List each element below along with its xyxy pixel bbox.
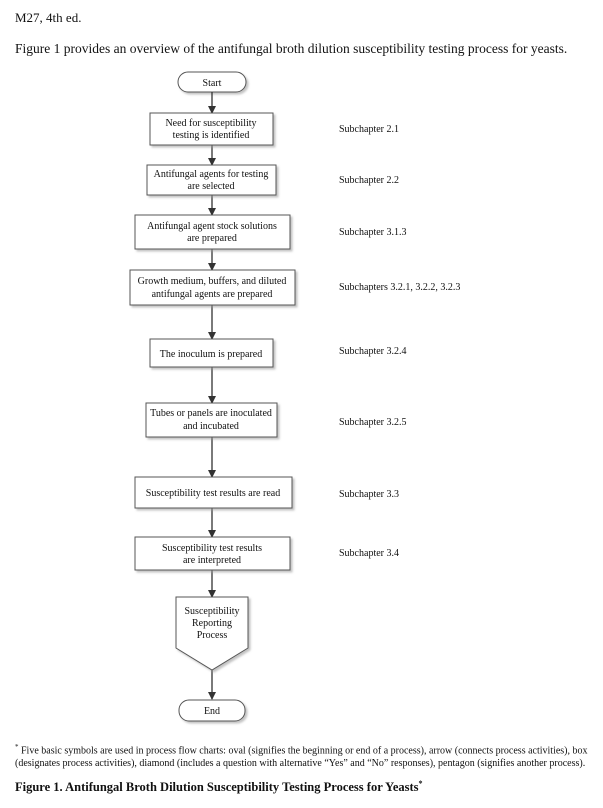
process-box-need bbox=[149, 112, 274, 146]
start-label: Start bbox=[203, 78, 222, 89]
process-box-inoculum bbox=[149, 338, 274, 368]
end-oval bbox=[178, 699, 246, 722]
subchapter-ref: Subchapter 2.2 bbox=[339, 175, 399, 186]
process-flowchart: Start Need for susceptibility testing is… bbox=[129, 71, 460, 722]
subchapter-ref: Subchapter 3.1.3 bbox=[339, 227, 407, 238]
footnote-text: Five basic symbols are used in process f… bbox=[15, 745, 588, 769]
footnote-marker: * bbox=[15, 743, 19, 751]
document-header: M27, 4th ed. bbox=[15, 10, 82, 25]
process-box-growth-medium bbox=[129, 269, 296, 306]
subchapter-ref: Subchapter 2.1 bbox=[339, 124, 399, 135]
step-label: antifungal agents are prepared bbox=[152, 289, 273, 300]
subchapter-ref: Subchapter 3.2.4 bbox=[339, 346, 407, 357]
process-box-results-interpreted bbox=[134, 536, 291, 571]
caption-text: Figure 1. Antifungal Broth Dilution Susc… bbox=[15, 780, 419, 795]
step-label: Need for susceptibility bbox=[165, 118, 256, 129]
step-label: Growth medium, buffers, and diluted bbox=[138, 276, 287, 287]
step-label: testing is identified bbox=[173, 130, 250, 141]
step-label: Susceptibility test results are read bbox=[146, 488, 280, 499]
pentagon-label: Process bbox=[197, 630, 228, 641]
step-label: are interpreted bbox=[183, 555, 241, 566]
subchapter-ref: Subchapter 3.3 bbox=[339, 489, 399, 500]
pentagon-label: Susceptibility bbox=[185, 606, 240, 617]
step-label: are selected bbox=[188, 181, 235, 192]
process-box-agents-selected bbox=[146, 164, 277, 196]
caption-marker: * bbox=[418, 779, 423, 788]
step-label: are prepared bbox=[187, 233, 237, 244]
step-label: Antifungal agents for testing bbox=[154, 169, 269, 180]
process-box-inoculated bbox=[145, 402, 278, 438]
subchapter-ref: Subchapter 3.2.5 bbox=[339, 417, 407, 428]
intro-paragraph: Figure 1 provides an overview of the ant… bbox=[15, 41, 568, 56]
pentagon-other-process bbox=[175, 596, 249, 671]
process-box-stock-solutions bbox=[134, 214, 291, 250]
figure-caption: Figure 1. Antifungal Broth Dilution Susc… bbox=[15, 779, 423, 795]
footnote: * Five basic symbols are used in process… bbox=[15, 741, 600, 770]
step-label: Antifungal agent stock solutions bbox=[147, 221, 277, 232]
step-label: Tubes or panels are inoculated bbox=[150, 408, 272, 419]
subchapter-ref: Subchapters 3.2.1, 3.2.2, 3.2.3 bbox=[339, 282, 460, 293]
subchapter-ref: Subchapter 3.4 bbox=[339, 548, 399, 559]
pentagon-label: Reporting bbox=[192, 618, 232, 629]
step-label: The inoculum is prepared bbox=[160, 349, 262, 360]
step-label: and incubated bbox=[183, 421, 239, 432]
end-label: End bbox=[204, 706, 220, 717]
process-box-results-read bbox=[134, 476, 293, 509]
step-label: Susceptibility test results bbox=[162, 543, 262, 554]
